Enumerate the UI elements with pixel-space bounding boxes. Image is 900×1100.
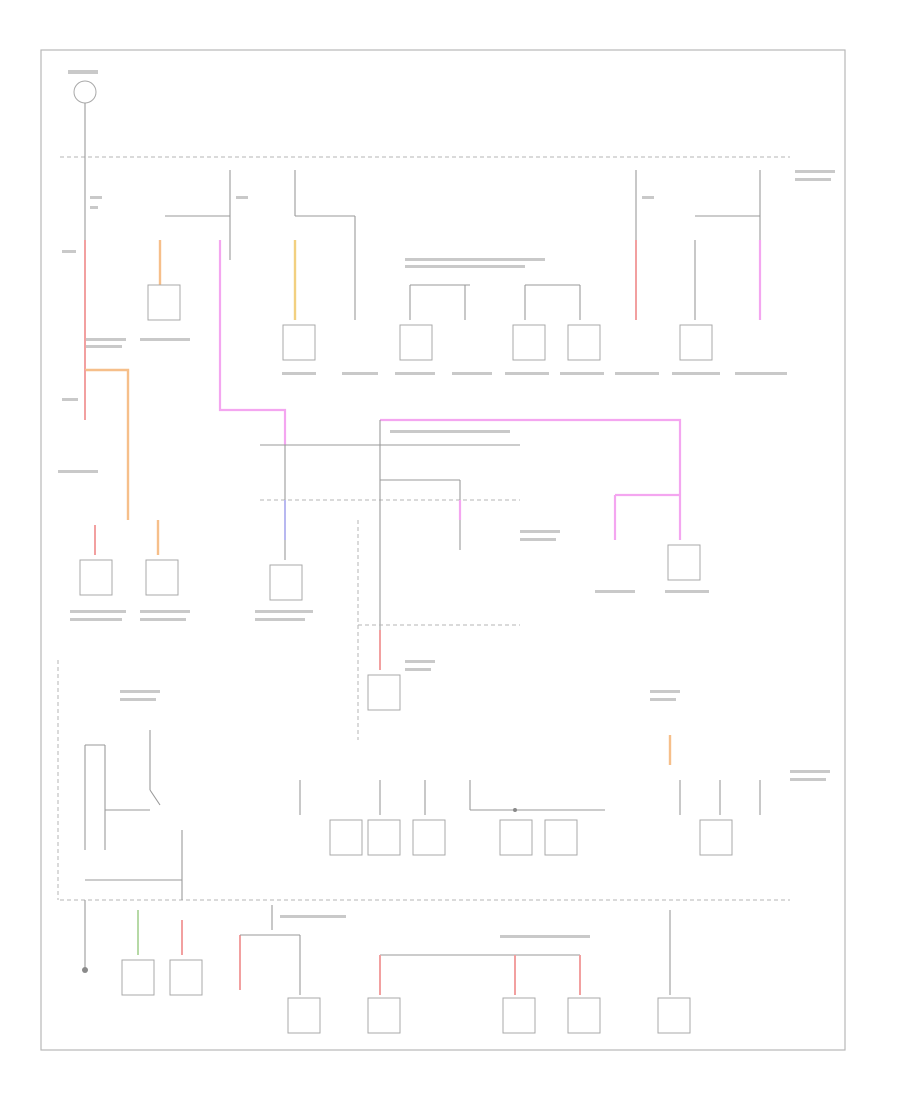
- bottom-row-components: [121, 905, 691, 1034]
- main-feed-left: [62, 70, 130, 520]
- ignition-switch-section: [57, 660, 183, 973]
- component-box: [145, 559, 179, 596]
- top-branch-3: [395, 258, 545, 375]
- middle-ignition-section: [255, 418, 709, 740]
- top-branch-1: [140, 170, 287, 445]
- left-lower-components: [58, 470, 190, 621]
- lower-fuse-row: [299, 690, 830, 856]
- component-box: [79, 559, 113, 596]
- diagram-frame: [40, 49, 846, 1051]
- top-branch-4: [505, 284, 604, 375]
- top-branch-5: [615, 170, 835, 375]
- top-branch-2: [282, 170, 378, 375]
